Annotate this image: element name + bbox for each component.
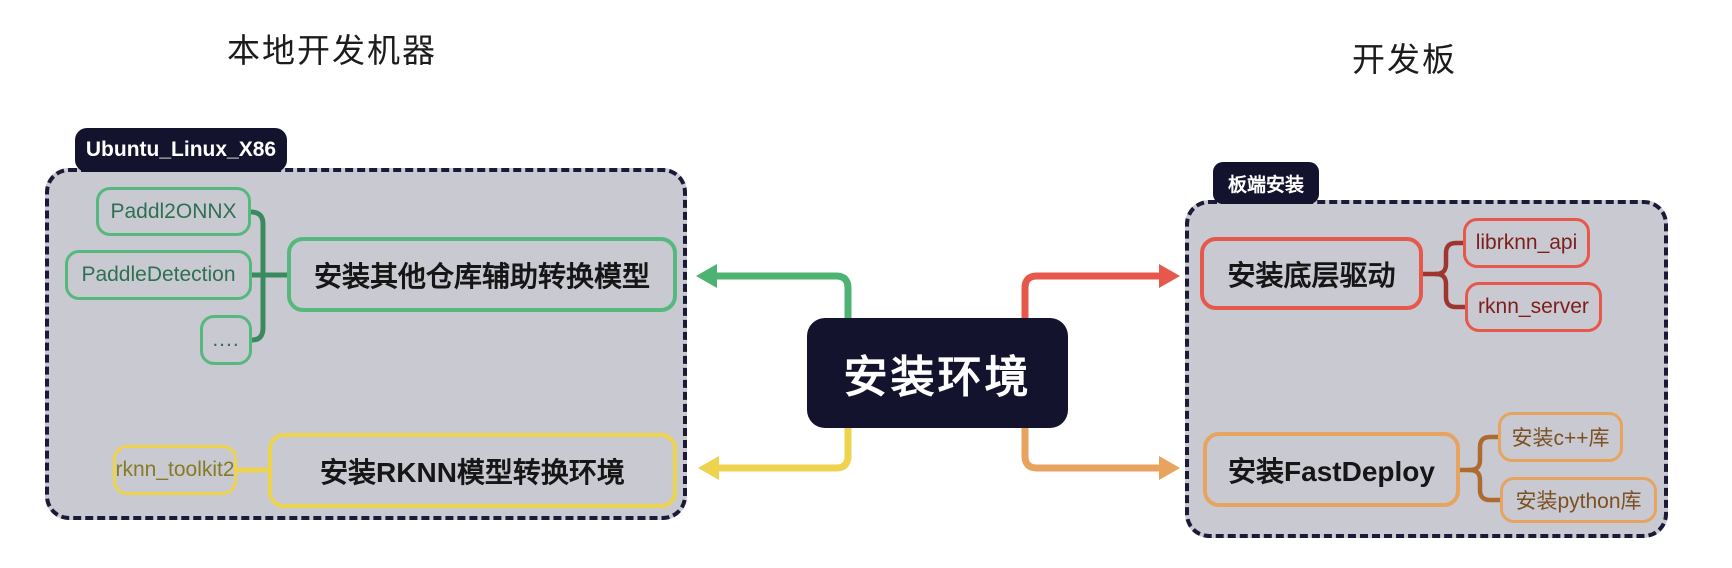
yellow-arrowhead-left-icon — [698, 456, 719, 480]
node-install-cpp-lib: 安装c++库 — [1498, 412, 1623, 462]
local-machine-title: 本地开发机器 — [227, 32, 437, 69]
node-ellipsis: .... — [200, 315, 252, 365]
yellow-arrow — [714, 424, 852, 472]
node-install-other-repos: 安装其他仓库辅助转换模型 — [287, 237, 677, 312]
node-rknn-server: rknn_server — [1465, 282, 1602, 332]
dev-board-title: 开发板 — [1352, 41, 1457, 78]
install-environment-root-node: 安装环境 — [807, 318, 1068, 428]
green-arrow — [712, 272, 852, 322]
green-arrowhead-left-icon — [696, 264, 717, 288]
orange-arrow — [1021, 424, 1162, 472]
node-librknn-api: librknn_api — [1463, 218, 1590, 268]
node-paddledetection: PaddleDetection — [65, 250, 252, 300]
node-install-fastdeploy: 安装FastDeploy — [1203, 432, 1460, 507]
node-install-rknn-env: 安装RKNN模型转换环境 — [268, 433, 677, 508]
ubuntu-linux-x86-tab: Ubuntu_Linux_X86 — [75, 128, 287, 172]
red-arrowhead-right-icon — [1159, 264, 1180, 288]
node-install-driver: 安装底层驱动 — [1200, 237, 1423, 310]
orange-arrowhead-right-icon — [1159, 456, 1180, 480]
node-install-python-lib: 安装python库 — [1500, 477, 1657, 523]
node-rknn-toolkit2: rknn_toolkit2 — [113, 445, 237, 495]
board-install-tab: 板端安装 — [1213, 162, 1319, 204]
red-arrow — [1021, 272, 1162, 322]
node-paddle2onnx: Paddl2ONNX — [96, 187, 251, 236]
